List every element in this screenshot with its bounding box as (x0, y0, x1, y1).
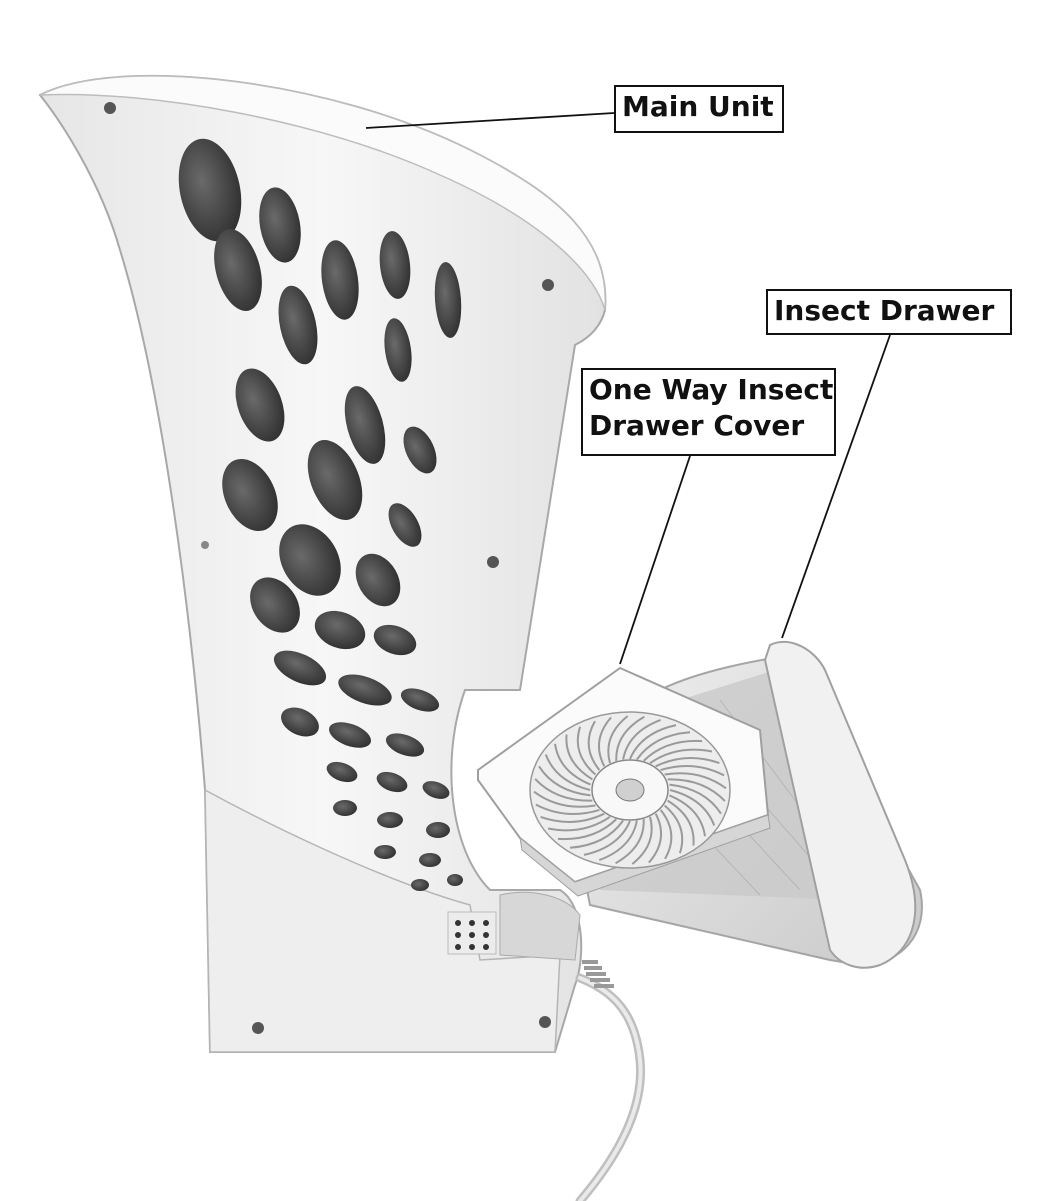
fan-blade (669, 783, 722, 815)
fan-blade (534, 778, 593, 802)
fan-blade (547, 815, 611, 832)
screw-hole (252, 1022, 264, 1034)
fan-blade (557, 818, 618, 841)
fan-blade (565, 734, 593, 781)
fan-blade (533, 790, 596, 808)
label-drawer-cover-line2: Drawer Cover (589, 409, 805, 442)
drawer-end-cap (763, 640, 917, 969)
fan-blade (554, 743, 591, 786)
fan-blade (540, 812, 605, 823)
main-unit-rim (39, 75, 607, 311)
fan-blade (631, 816, 653, 865)
label-drawer-cover: One Way Insect Drawer Cover (581, 368, 836, 456)
fan-blade (615, 819, 645, 865)
power-cord (575, 960, 646, 1201)
screw-hole (542, 279, 554, 291)
fan-blade (664, 772, 727, 790)
fan-blade (583, 820, 631, 856)
label-insect-drawer-text: Insect Drawer (774, 294, 995, 327)
fan-blade (569, 819, 624, 849)
drawer-cover (477, 666, 771, 897)
label-main-unit-text: Main Unit (622, 90, 774, 123)
screw-hole (539, 1016, 551, 1028)
fan-blade (622, 718, 662, 760)
fan-blade (535, 803, 600, 815)
fan-blade (642, 739, 703, 762)
fan-blade (597, 716, 612, 767)
screw-hole (104, 102, 116, 114)
fan-blade (659, 809, 673, 860)
leader-main-unit (365, 112, 615, 129)
fan-blade (655, 757, 720, 768)
fan-blade (660, 765, 725, 777)
fan-blade (669, 794, 706, 837)
fan-blade (629, 724, 677, 760)
fan-blade (648, 813, 663, 864)
leader-drawer-cover (619, 455, 691, 665)
grille-holes (178, 138, 463, 891)
screw-hole (201, 541, 209, 549)
fan-blade (636, 731, 691, 761)
fan-blade (598, 820, 638, 862)
leader-insect-drawer (781, 334, 891, 639)
fan-blade (615, 715, 645, 761)
fan-blade (576, 726, 597, 776)
label-insect-drawer: Insect Drawer (766, 289, 1012, 335)
fan-blade (607, 715, 629, 764)
fan-blade (538, 765, 591, 797)
fan-blade (544, 754, 591, 791)
fan-blade (649, 748, 713, 765)
screw-hole (487, 556, 499, 568)
fan-blade (667, 778, 726, 802)
label-drawer-cover-line1: One Way Insect (589, 373, 834, 406)
fan-blade (663, 804, 684, 854)
fan-blade (669, 789, 716, 826)
fan-blade (667, 799, 695, 846)
fan-blade (587, 720, 601, 771)
label-main-unit: Main Unit (614, 85, 784, 133)
fan-icon (529, 711, 731, 869)
leader-lines (365, 112, 891, 665)
vent-dots (447, 891, 581, 961)
